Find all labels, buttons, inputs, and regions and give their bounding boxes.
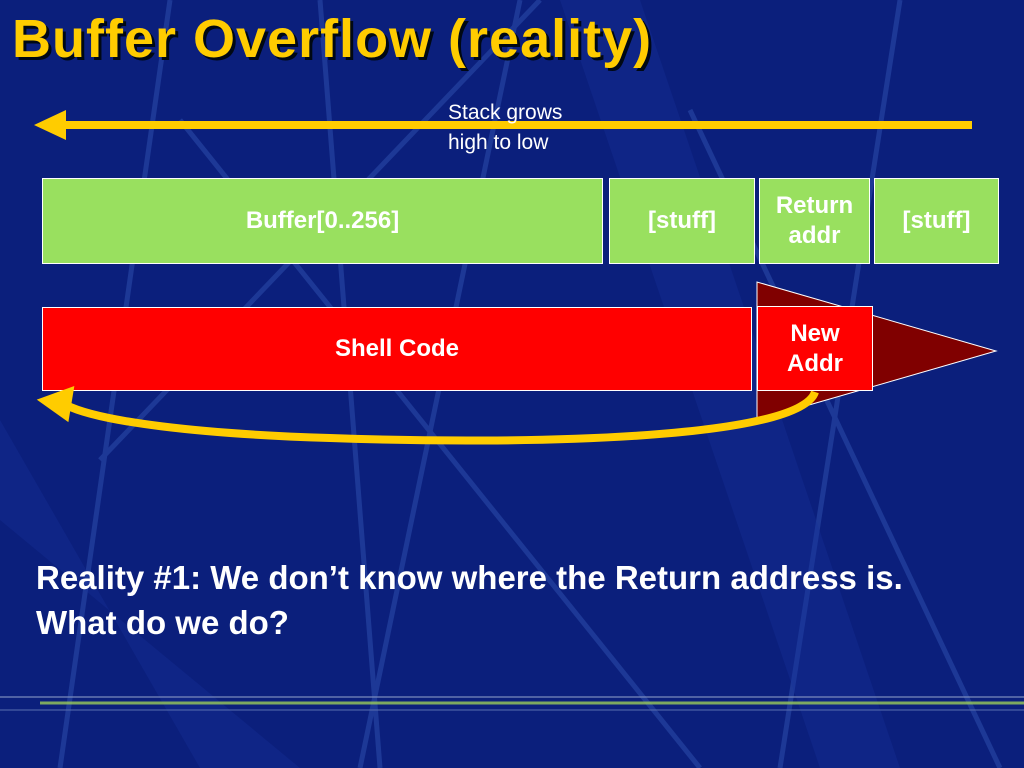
- return-label-line1: Return: [775, 192, 854, 219]
- stuff-box-2: [stuff]: [874, 178, 999, 264]
- buffer-label: Buffer[0..256]: [245, 207, 400, 234]
- stack-note: Stack grows high to low: [448, 98, 608, 158]
- caption-text: Reality #1: We don’t know where the Retu…: [36, 559, 903, 641]
- stack-note-line2: high to low: [448, 131, 549, 154]
- stuff-box-1: [stuff]: [609, 178, 755, 264]
- return-addr-box: Return addr: [759, 178, 870, 264]
- new-addr-line2: Addr: [787, 349, 843, 377]
- new-addr-line1: New: [790, 319, 840, 347]
- buffer-box: Buffer[0..256]: [42, 178, 603, 264]
- stack-note-line1: Stack grows: [448, 101, 563, 124]
- stuff-label-1: [stuff]: [648, 207, 716, 234]
- slide-title: Buffer Overflow (reality): [12, 9, 653, 69]
- shell-code-box: Shell Code: [42, 307, 752, 391]
- new-addr-box: New Addr: [757, 306, 873, 391]
- shell-code-label: Shell Code: [334, 335, 460, 362]
- stuff-label-2: [stuff]: [902, 207, 971, 234]
- return-label-line2: addr: [788, 222, 841, 249]
